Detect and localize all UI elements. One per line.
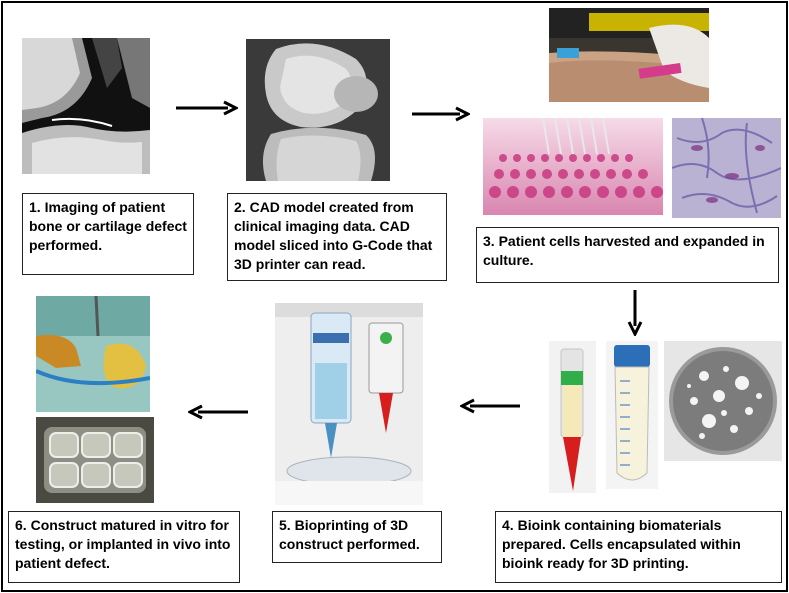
mri-knee-image <box>22 38 150 174</box>
arrow-1-to-2 <box>176 100 238 116</box>
step-1-caption: 1. Imaging of patient bone or cartilage … <box>22 193 194 275</box>
step-1-number: 1. <box>29 199 41 215</box>
arrow-5-to-6 <box>188 404 248 420</box>
surgical-implant-photo <box>36 296 150 412</box>
arrow-3-to-4 <box>627 290 643 336</box>
step-2-text: CAD model created from clinical imaging … <box>234 199 433 272</box>
step-5-caption: 5. Bioprinting of 3D construct performed… <box>272 511 442 563</box>
step-1-text: Imaging of patient bone or cartilage def… <box>29 199 187 253</box>
well-plate-photo <box>483 118 663 215</box>
cad-bone-model-image <box>246 39 390 181</box>
cell-culture-micrograph <box>672 118 781 218</box>
cell-harvest-photo <box>549 8 709 102</box>
step-5-number: 5. <box>279 517 291 533</box>
printed-construct-photo <box>36 417 154 503</box>
arrow-2-to-3 <box>412 106 470 122</box>
falcon-tube-photo <box>606 341 658 489</box>
bioink-syringe-photo <box>549 341 596 493</box>
step-6-text: Construct matured in vitro for testing, … <box>15 517 231 571</box>
step-5-text: Bioprinting of 3D construct performed. <box>279 517 420 552</box>
step-6-caption: 6. Construct matured in vitro for testin… <box>8 511 240 583</box>
step-3-number: 3. <box>483 233 495 249</box>
step-6-number: 6. <box>15 517 27 533</box>
step-4-caption: 4. Bioink containing biomaterials prepar… <box>495 511 782 583</box>
step-4-number: 4. <box>502 517 514 533</box>
step-4-text: Bioink containing biomaterials prepared.… <box>502 517 741 571</box>
step-2-number: 2. <box>234 199 246 215</box>
step-3-caption: 3. Patient cells harvested and expanded … <box>476 227 779 283</box>
arrow-4-to-5 <box>460 398 520 414</box>
step-2-caption: 2. CAD model created from clinical imagi… <box>227 193 447 281</box>
bioprinter-photo <box>275 303 423 505</box>
petri-dish-photo <box>664 341 782 461</box>
step-3-text: Patient cells harvested and expanded in … <box>483 233 765 268</box>
